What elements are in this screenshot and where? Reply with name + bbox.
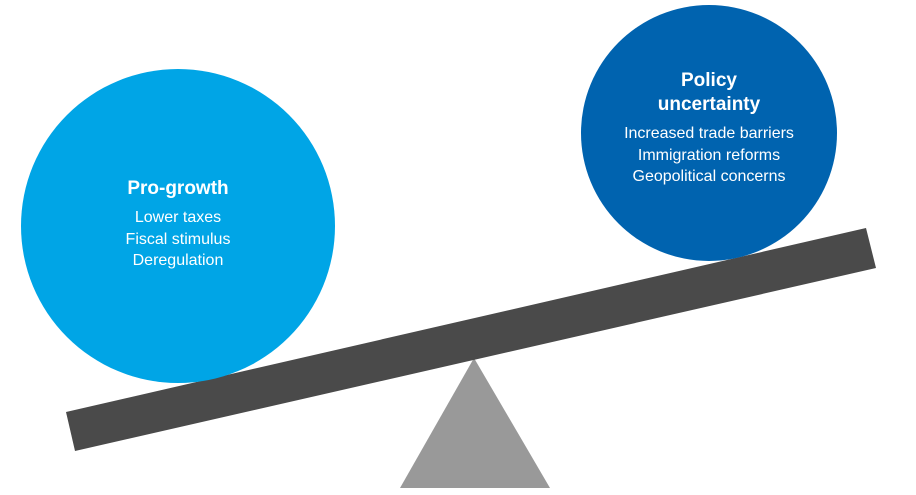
policy-uncertainty-title-line2: uncertainty: [658, 94, 761, 115]
pro-growth-item: Deregulation: [133, 252, 224, 269]
fulcrum-triangle: [400, 358, 550, 488]
policy-uncertainty-item: Immigration reforms: [638, 147, 780, 164]
policy-uncertainty-item: Geopolitical concerns: [633, 168, 786, 185]
pro-growth-item: Lower taxes: [135, 209, 221, 226]
pro-growth-circle: Pro-growth Lower taxes Fiscal stimulus D…: [21, 69, 335, 383]
pro-growth-item: Fiscal stimulus: [126, 231, 231, 248]
policy-uncertainty-circle: Policy uncertainty Increased trade barri…: [581, 5, 837, 261]
policy-uncertainty-item: Increased trade barriers: [624, 125, 794, 142]
pro-growth-title: Pro-growth: [127, 178, 228, 199]
seesaw-beam: [66, 228, 876, 451]
policy-uncertainty-title-line1: Policy: [681, 70, 737, 91]
